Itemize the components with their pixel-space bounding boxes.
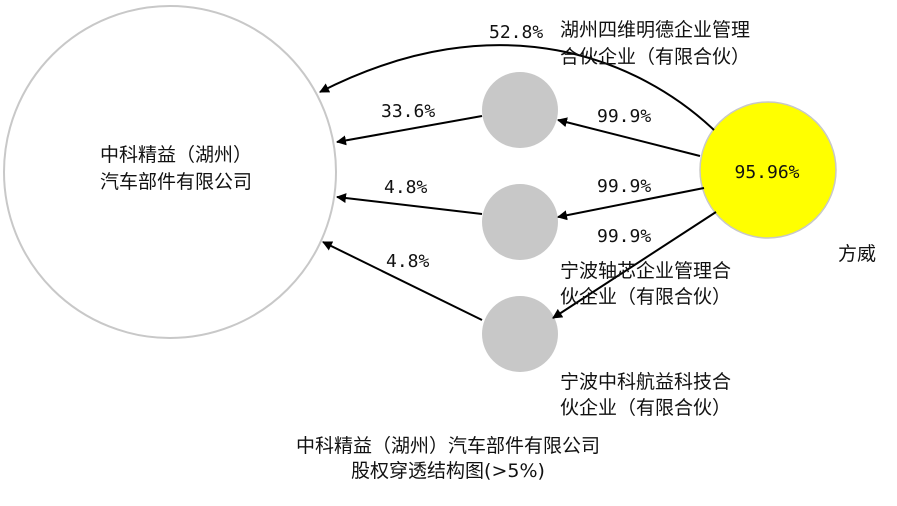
edge-label-siwei-to-target: 52.8%	[489, 22, 543, 43]
fangwei-name-label: 方威	[838, 243, 876, 265]
edge-label-zhouxin-to-target: 33.6%	[381, 101, 435, 122]
target-company-label-2: 汽车部件有限公司	[100, 171, 252, 193]
edge-label-hangyi-to-target: 4.8%	[386, 251, 430, 272]
edge-hangyi-to-target	[322, 241, 483, 321]
edge-label-mid-to-target: 4.8%	[384, 177, 428, 198]
edge-fangwei-to-zhouxin	[557, 117, 701, 157]
edge-label-fangwei-to-zhouxin: 99.9%	[597, 106, 651, 127]
hangyi-label-2: 伙企业（有限合伙）	[560, 397, 731, 419]
zhouxin-label-1: 宁波轴芯企业管理合	[560, 260, 731, 282]
edge-fangwei-to-hangyi	[552, 211, 717, 319]
fangwei-node[interactable]	[699, 101, 837, 239]
edge-label-fangwei-to-hangyi: 99.9%	[597, 226, 651, 247]
hangyi-partnership-node[interactable]	[482, 296, 558, 372]
zhouxin-label-2: 伙企业（有限合伙）	[560, 286, 731, 308]
target-company-node[interactable]	[3, 5, 337, 339]
target-company-label-1: 中科精益（湖州）	[100, 144, 252, 166]
diagram-title-line2: 股权穿透结构图(>5%)	[351, 460, 545, 482]
hangyi-label-1: 宁波中科航益科技合	[560, 371, 731, 393]
edge-fangwei-to-mid	[557, 187, 705, 221]
diagram-title-line1: 中科精益（湖州）汽车部件有限公司	[296, 435, 600, 457]
siwei-label-2: 合伙企业（有限合伙）	[560, 46, 750, 68]
siwei-label-1: 湖州四维明德企业管理	[560, 19, 750, 41]
middle-partnership-node[interactable]	[482, 184, 558, 260]
edge-label-fangwei-to-mid: 99.9%	[597, 176, 651, 197]
edge-mid-to-target	[336, 193, 483, 215]
edge-zhouxin-to-target	[336, 115, 483, 146]
edge-siwei-to-target	[319, 44, 715, 131]
zhouxin-partnership-node[interactable]	[482, 72, 558, 148]
fangwei-share-label: 95.96%	[734, 162, 799, 183]
